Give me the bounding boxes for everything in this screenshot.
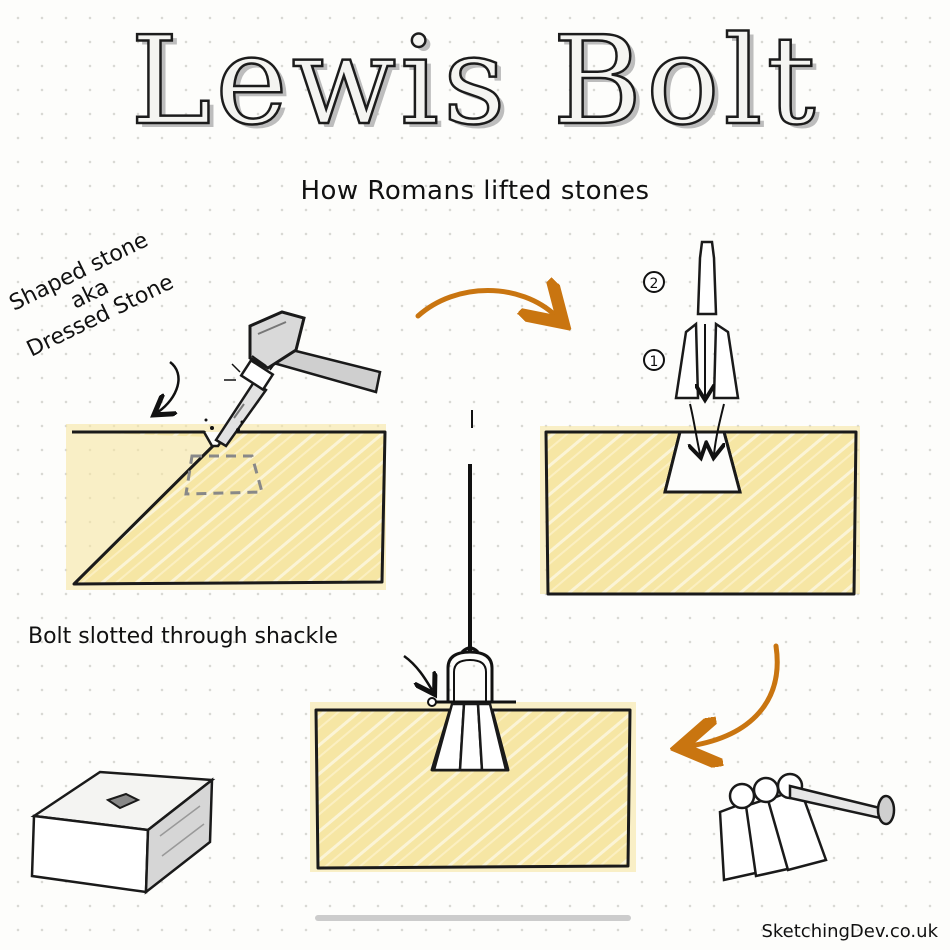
step-badge-2: 2 (643, 271, 665, 293)
chisel-debris-icon (204, 418, 244, 432)
hammer-icon (248, 310, 382, 394)
outer-wedges-icon (674, 321, 740, 454)
diagram-title: Lewis Bolt (129, 10, 820, 152)
shackle-icon (427, 650, 516, 707)
flow-arrow-step2-to-step3 (690, 643, 780, 746)
svg-text:2: 2 (650, 276, 659, 292)
bolt-pointer-arrow (403, 654, 432, 690)
center-wedge-icon (698, 240, 718, 396)
installed-wedges-icon (432, 702, 508, 772)
svg-text:1: 1 (650, 354, 659, 370)
chisel-icon (214, 358, 277, 448)
step-1-stone-block (66, 424, 387, 590)
flow-arrow-step1-to-step2 (415, 291, 556, 317)
dressed-stone-block-icon (30, 770, 216, 895)
annotation-pointer-arrow (158, 361, 180, 412)
credit-text: SketchingDev.co.uk (761, 921, 938, 942)
diagram-subtitle: How Romans lifted stones (300, 176, 650, 206)
lifting-rope (460, 410, 480, 654)
lewis-bolt-assembly-icon (718, 772, 896, 882)
step-2-stone-block (540, 426, 860, 596)
step-badge-1: 1 (643, 349, 665, 371)
bolt-slotted-annotation: Bolt slotted through shackle (28, 624, 338, 649)
